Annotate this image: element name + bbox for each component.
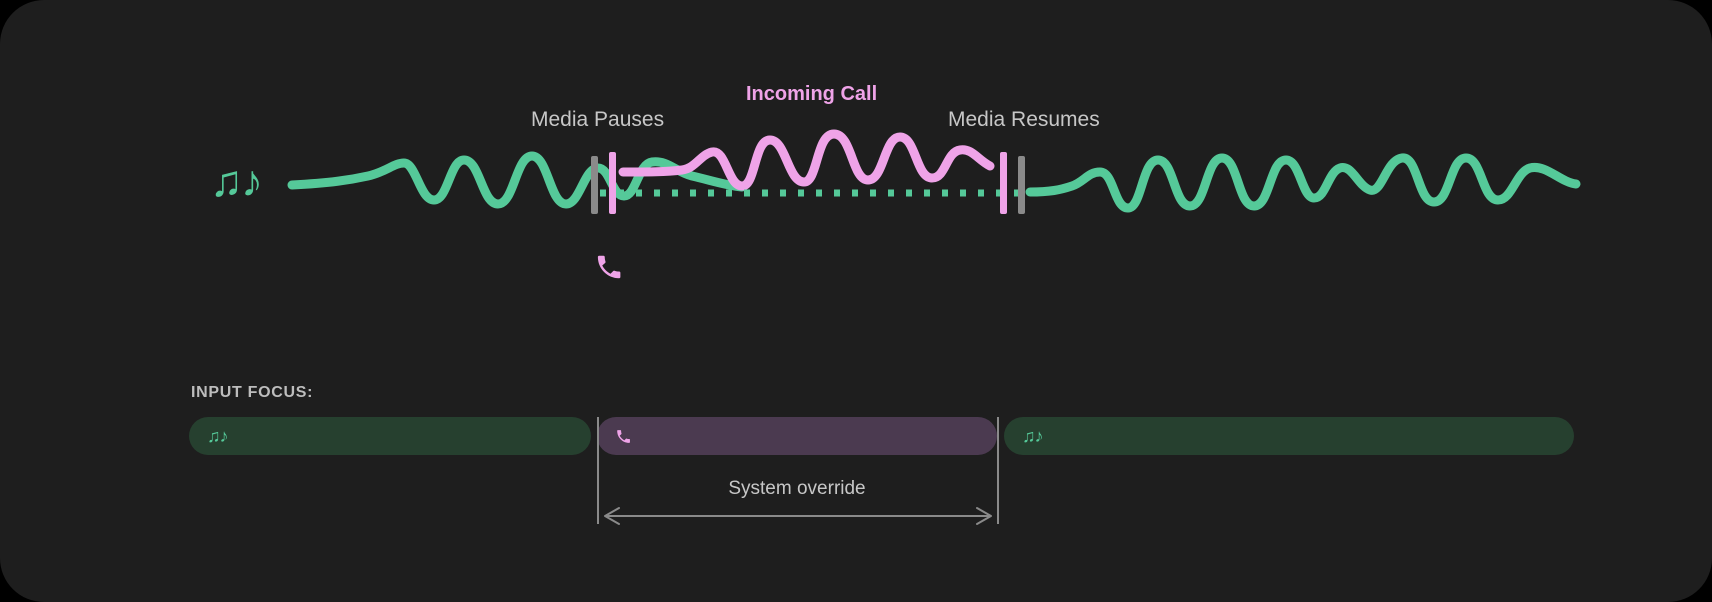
marker-resume-grey [1018, 156, 1025, 214]
music-notes-icon: ♫♪ [1022, 426, 1043, 446]
override-guide-left [597, 417, 599, 524]
phone-handset-icon [597, 255, 621, 279]
waveform-media-before [287, 151, 747, 209]
system-override-label: System override [728, 478, 866, 499]
music-notes-icon: ♫♪ [207, 426, 228, 446]
input-focus-label: INPUT FOCUS: [191, 384, 314, 401]
music-notes-icon: ♫♪ [210, 157, 263, 206]
override-span-arrow [604, 507, 992, 525]
label-media-pauses: Media Pauses [531, 108, 665, 131]
waveform-media-after [1025, 153, 1581, 213]
label-media-resumes: Media Resumes [948, 108, 1100, 131]
marker-pause-pink [609, 152, 616, 214]
marker-resume-pink [1000, 152, 1007, 214]
focus-track-incoming-call[interactable] [597, 417, 997, 455]
waveform-incoming-call [618, 129, 995, 191]
label-incoming-call: Incoming Call [746, 83, 878, 105]
phone-handset-icon [615, 428, 632, 445]
override-guide-right [997, 417, 999, 524]
marker-pause-grey [591, 156, 598, 214]
focus-track-media-after[interactable]: ♫♪ [1004, 417, 1574, 455]
focus-track-media-before[interactable]: ♫♪ [189, 417, 591, 455]
